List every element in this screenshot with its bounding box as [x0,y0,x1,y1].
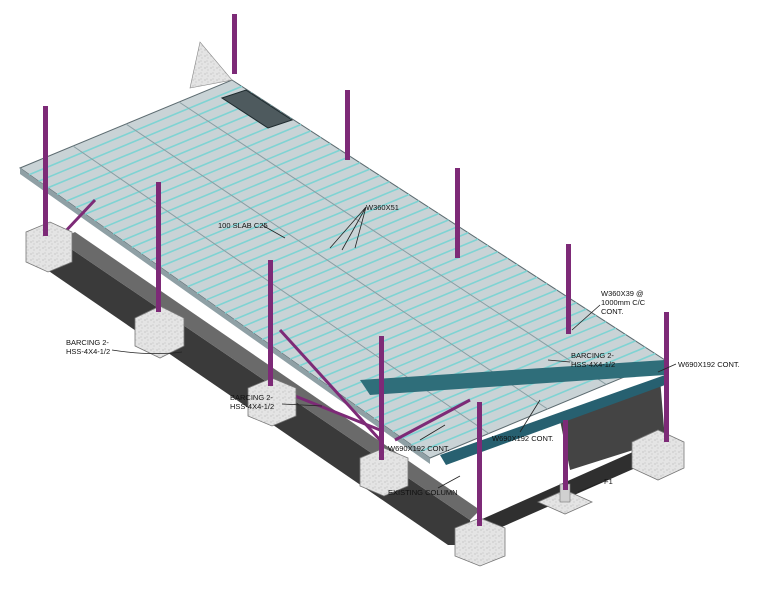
column-9 [566,244,571,334]
bracing [60,198,471,442]
label-footing-f1: F1 [604,477,613,486]
label-bracing-mid-1: BARCING 2- [230,393,273,402]
footings [25,221,685,567]
column-6 [232,14,237,74]
pile-cap-1 [25,221,73,273]
leader-girder-right [657,363,677,373]
label-slab: 100 SLAB C25 [218,221,268,230]
leader-bracing-right [547,359,571,363]
label-bracing-left-2: HSS-4X4-1/2 [66,347,110,356]
slab-opening [220,89,294,129]
slab-deck [18,41,667,464]
slab-edge [20,168,430,464]
leader-bracing-mid [281,403,323,407]
beam-line [125,123,548,410]
column-10 [664,312,669,442]
front-girder-lower [440,375,665,465]
leader-existing-column [437,475,461,489]
leader-slab [261,224,286,239]
girders [360,360,665,465]
label-existing-column: EXISTING COLUMN [388,488,458,497]
leader-bracing-left [111,349,183,354]
column-3 [268,260,273,386]
label-w360x51: W360X51 [366,203,399,212]
brace-front-1 [394,398,471,442]
right-grade-beam [480,440,665,530]
back-wall-triangle [189,41,233,89]
brace-mid-2 [278,328,382,442]
column-2 [156,182,161,312]
columns [43,14,669,526]
label-bracing-right-1: BARCING 2- [571,351,614,360]
label-joist-2: 1000mm C/C [601,298,646,307]
label-joist-1: W360X39 @ [601,289,644,298]
label-girder-right: W690X192 CONT. [678,360,740,369]
pile-cap-6 [631,429,685,481]
annotations: 100 SLAB C25 W360X51 W360X39 @ 1000mm C/… [66,203,740,497]
leader-footing-f1 [577,481,603,493]
leader-girder-front-left [419,424,446,441]
label-bracing-mid-2: HSS-4X4-1/2 [230,402,274,411]
column-7 [345,90,350,160]
label-joist-3: CONT. [601,307,624,316]
beam-line [178,101,607,385]
joist-group [29,85,656,453]
leader-joist [571,304,601,331]
column-5 [477,402,482,526]
label-bracing-right-2: HSS-4X4-1/2 [571,360,615,369]
leader-girder-front-mid [519,399,541,433]
column-1 [43,106,48,236]
label-girder-front-left: W690X192 CONT. [388,444,450,453]
label-bracing-left-1: BARCING 2- [66,338,109,347]
column-11 [563,420,568,490]
column-8 [455,168,460,258]
label-girder-front-mid: W690X192 CONT. [492,434,554,443]
leader-w360x51 [329,206,367,251]
column-4 [379,336,384,460]
front-girder [360,360,665,395]
brace-left-1 [60,198,97,237]
